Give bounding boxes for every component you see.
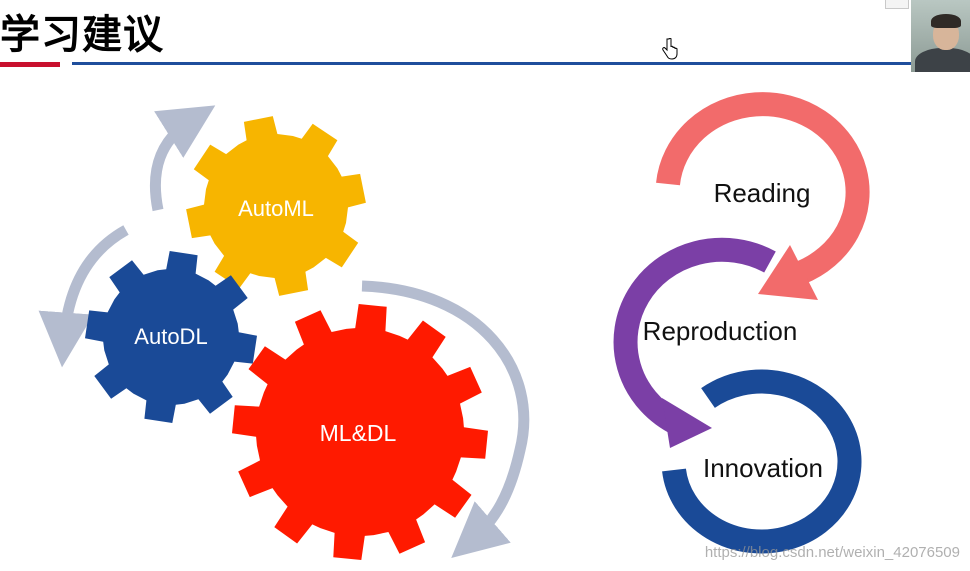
- autodl-gear: [85, 251, 257, 423]
- reproduction-arrow: [613, 237, 776, 433]
- cycle-arrow-top: [149, 105, 216, 212]
- title-underline-accent: [0, 62, 60, 67]
- hand-cursor-icon: [662, 38, 678, 60]
- webcam-thumbnail: [911, 0, 970, 72]
- title-underline: [72, 62, 970, 65]
- corner-tab: [885, 0, 909, 9]
- reading-arrow: [656, 92, 870, 285]
- mldl-gear: [232, 304, 488, 560]
- reading-label: Reading: [714, 178, 811, 208]
- mldl-gear-label: ML&DL: [320, 420, 397, 446]
- reproduction-arrowhead: [662, 398, 712, 448]
- gear-automl-shape: [186, 116, 366, 296]
- slide-title: 学习建议: [0, 12, 164, 58]
- cycle-arrow-left: [38, 225, 129, 368]
- autodl-gear-label: AutoDL: [134, 324, 207, 349]
- automl-gear: [186, 116, 366, 296]
- innovation-label: Innovation: [703, 453, 823, 483]
- gear-autodl-shape: [85, 251, 257, 423]
- watermark: https://blog.csdn.net/weixin_42076509: [704, 544, 960, 561]
- reading-arrowhead: [758, 245, 818, 300]
- automl-gear-label: AutoML: [238, 196, 314, 221]
- reproduction-label: Reproduction: [643, 316, 798, 346]
- gear-mldl-shape: [232, 304, 488, 560]
- cycle-arrow-right: [361, 280, 530, 559]
- innovation-arrow: [662, 369, 862, 554]
